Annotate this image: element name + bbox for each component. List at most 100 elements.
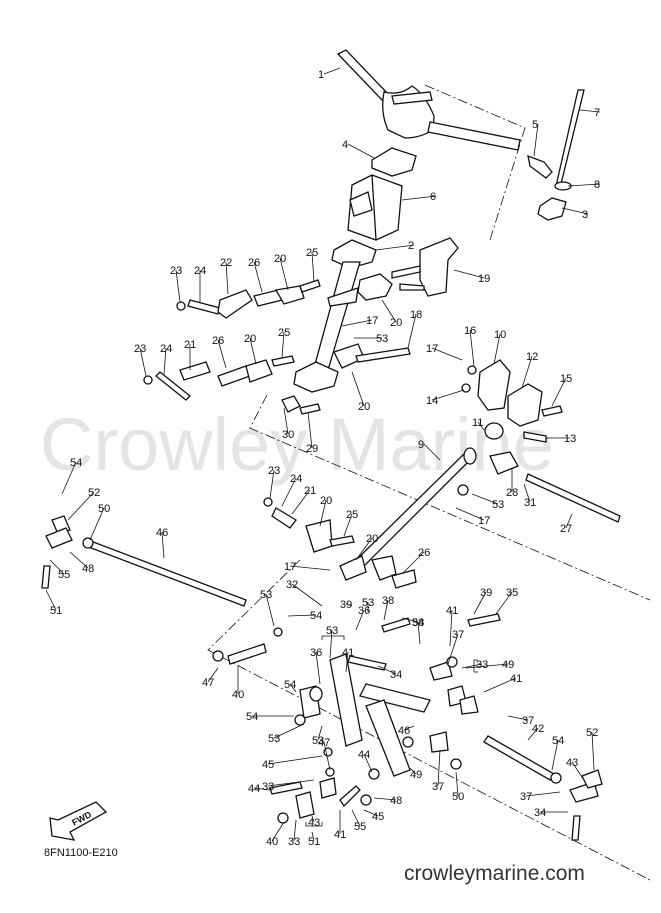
callout-leader bbox=[319, 499, 327, 527]
callout-number: 54 bbox=[284, 679, 296, 691]
callout-number: 47 bbox=[318, 737, 330, 749]
diagram-code: 8FN1100-E210 bbox=[44, 847, 118, 859]
callout-number: 48 bbox=[82, 563, 94, 575]
callout-number: 4 bbox=[342, 139, 348, 151]
callout-number: 33 bbox=[476, 659, 488, 671]
callout-number: 46 bbox=[156, 527, 168, 539]
callout-leader bbox=[401, 617, 419, 623]
callout-number: 46 bbox=[398, 725, 410, 737]
callout-number: 13 bbox=[564, 433, 576, 445]
callout-leader bbox=[45, 589, 57, 611]
callout-leader bbox=[355, 609, 365, 631]
callout-leader bbox=[551, 377, 567, 407]
callout-leader bbox=[423, 443, 441, 461]
callout-leader bbox=[61, 461, 77, 495]
callout-number: 17 bbox=[478, 515, 490, 527]
callout-leader bbox=[49, 559, 65, 575]
callout-leader bbox=[355, 537, 373, 561]
callout-leader bbox=[175, 269, 181, 303]
callout-number: 38 bbox=[412, 617, 424, 629]
callout-leader bbox=[579, 109, 601, 113]
callout-number: 53 bbox=[362, 597, 374, 609]
callout-number: 37 bbox=[432, 781, 444, 793]
callout-number: 24 bbox=[194, 265, 206, 277]
callout-leader bbox=[591, 731, 595, 771]
callout-leader bbox=[477, 421, 485, 431]
callout-number: 41 bbox=[446, 605, 458, 617]
callout-leader bbox=[343, 513, 353, 537]
callout-leader bbox=[401, 195, 437, 201]
callout-number: 24 bbox=[290, 473, 302, 485]
callout-number: 37 bbox=[522, 715, 534, 727]
callout-leader bbox=[453, 269, 485, 279]
callout-number: 19 bbox=[478, 273, 490, 285]
callout-leader bbox=[551, 739, 559, 771]
callout-number: 53 bbox=[312, 735, 324, 747]
callout-leader bbox=[139, 347, 147, 377]
callout-leader bbox=[281, 477, 297, 507]
callout-number: 45 bbox=[372, 811, 384, 823]
callout-number: 9 bbox=[418, 439, 424, 451]
callout-leader bbox=[465, 663, 509, 669]
callout-leader bbox=[493, 333, 501, 365]
callout-number: 1 bbox=[318, 69, 324, 81]
callout-number: 5 bbox=[532, 119, 538, 131]
callout-number: 17 bbox=[426, 343, 438, 355]
handle-clamp-part bbox=[371, 147, 417, 177]
steering-column-part bbox=[293, 239, 377, 393]
callout-leader bbox=[225, 261, 229, 295]
callout-number: 6 bbox=[430, 191, 436, 203]
callout-number: 40 bbox=[232, 689, 244, 701]
callout-number: 20 bbox=[390, 317, 402, 329]
callout-number: 15 bbox=[560, 373, 572, 385]
callout-leader bbox=[525, 791, 561, 797]
callout-leader bbox=[311, 831, 315, 842]
column-bracket-part bbox=[391, 237, 459, 297]
forward-direction-icon: FWD bbox=[49, 801, 108, 841]
callout-number: 14 bbox=[426, 395, 438, 407]
callout-leader bbox=[279, 257, 289, 291]
callout-number: 53 bbox=[260, 589, 272, 601]
callout-leader bbox=[341, 319, 373, 327]
callout-number: 36 bbox=[310, 647, 322, 659]
assembly-boundaries bbox=[207, 84, 651, 881]
callout-number: 33 bbox=[262, 781, 274, 793]
callout-leader bbox=[89, 507, 105, 541]
callout-leader bbox=[291, 583, 323, 607]
callout-leader bbox=[249, 337, 257, 365]
callout-leader bbox=[311, 815, 315, 823]
callout-number: 23 bbox=[268, 465, 280, 477]
callout-number: 20 bbox=[366, 533, 378, 545]
callout-number: 26 bbox=[248, 257, 260, 269]
callout-leader bbox=[567, 183, 601, 187]
callout-number: 25 bbox=[306, 247, 318, 259]
callout-leader bbox=[449, 609, 453, 647]
callout-number: 21 bbox=[184, 339, 196, 351]
callout-leader bbox=[571, 761, 585, 781]
callout-number: 31 bbox=[524, 497, 536, 509]
callout-number: 17 bbox=[366, 315, 378, 327]
callout-leader bbox=[407, 313, 417, 349]
callout-number: 54 bbox=[552, 735, 564, 747]
callout-number: 44 bbox=[248, 783, 260, 795]
callout-leader bbox=[207, 667, 219, 683]
right-bracket-parts bbox=[461, 359, 563, 443]
callout-leader bbox=[403, 725, 415, 731]
callout-leader bbox=[271, 821, 285, 842]
callout-leader bbox=[363, 753, 373, 773]
callout-number: 3 bbox=[582, 209, 588, 221]
column-cover-part bbox=[347, 174, 403, 241]
callout-leader bbox=[265, 593, 275, 627]
callout-leader bbox=[163, 347, 167, 375]
callout-leader bbox=[267, 755, 323, 765]
callout-leader bbox=[455, 507, 485, 521]
callout-leader bbox=[283, 407, 289, 435]
callout-number: 20 bbox=[358, 401, 370, 413]
callout-leader bbox=[293, 819, 297, 842]
callout-leader bbox=[565, 513, 573, 529]
callout-number: 47 bbox=[202, 677, 214, 689]
callout-number: 16 bbox=[464, 325, 476, 337]
callout-number: 29 bbox=[306, 443, 318, 455]
callout-leader bbox=[381, 299, 397, 323]
